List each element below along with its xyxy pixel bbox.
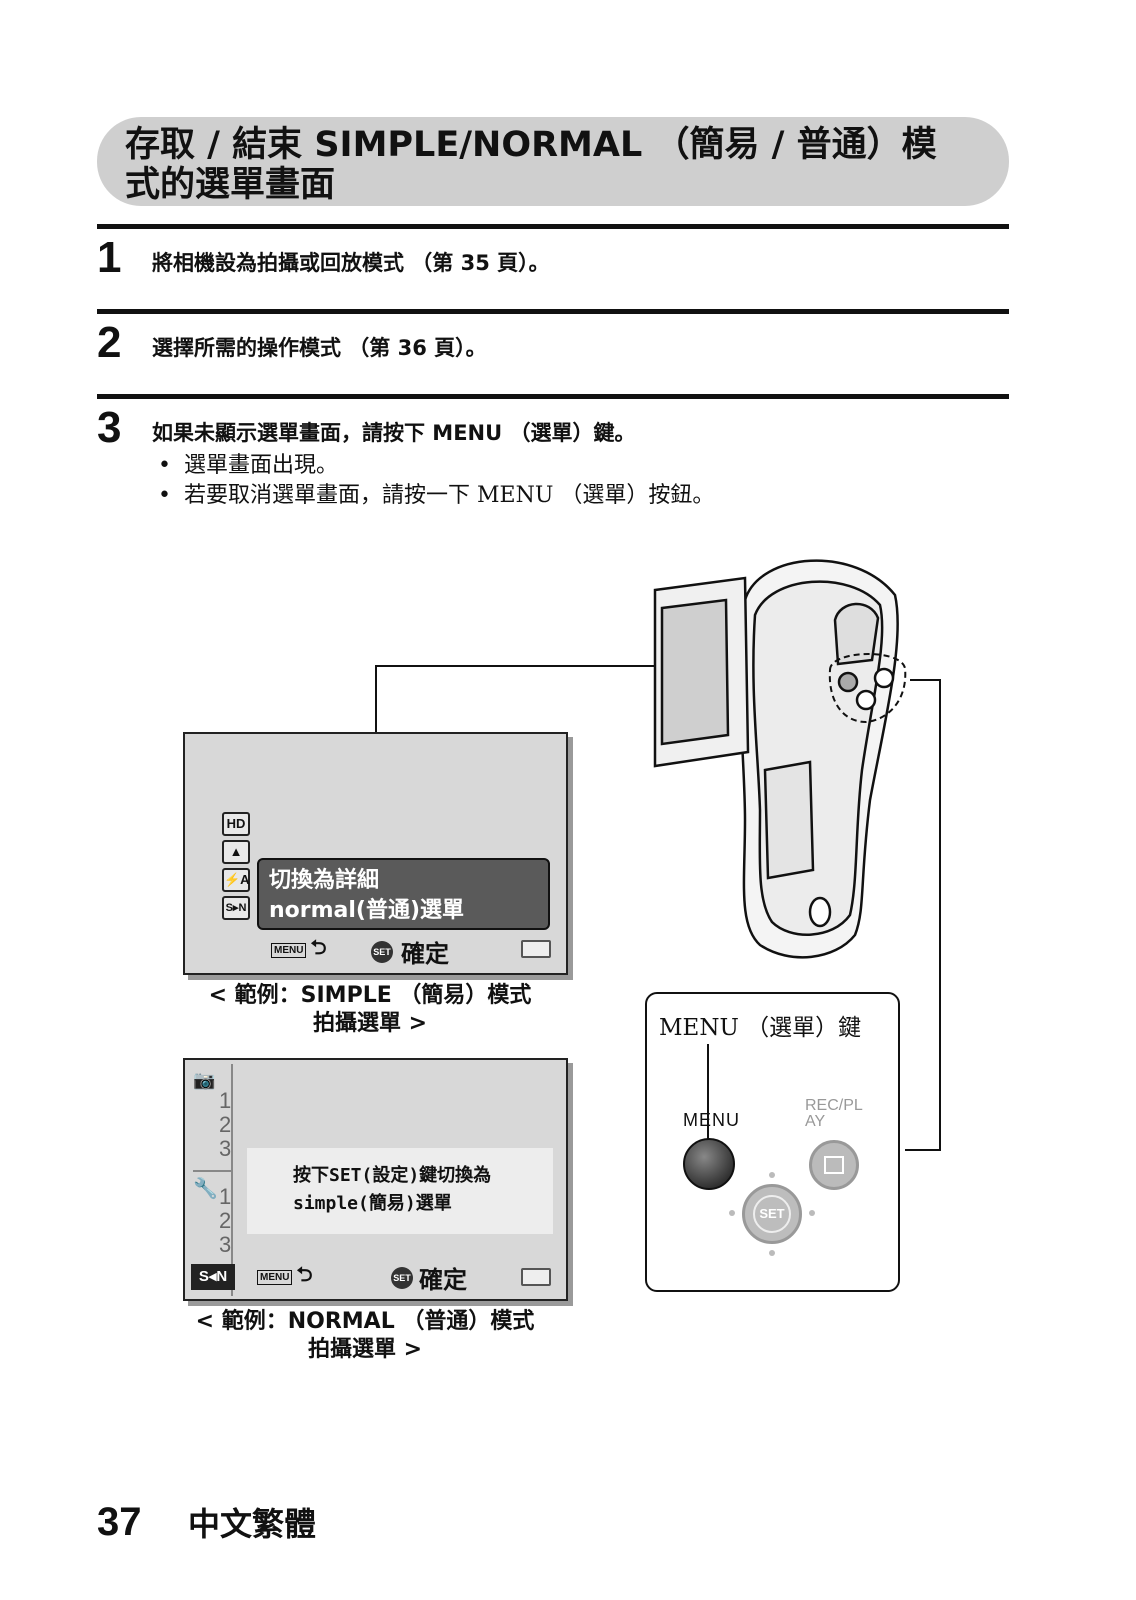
menu-back-hint: MENU ⮌ xyxy=(257,1262,312,1288)
menu-key-icon: MENU xyxy=(271,942,307,958)
normal-caption-line-1: < 範例：NORMAL （普通）模式 xyxy=(195,1309,535,1334)
normal-mode-badge: S◂N xyxy=(191,1264,235,1290)
tab-number: 3 xyxy=(219,1232,232,1257)
set-button-label: SET xyxy=(753,1195,791,1233)
step-1-text: 將相機設為拍攝或回放模式 （第 35 頁）。 xyxy=(152,251,550,275)
normal-caption: < 範例：NORMAL （普通）模式 拍攝選單 > xyxy=(160,1308,570,1364)
tab-number: 2 xyxy=(219,1112,232,1137)
return-arrow-icon: ⮌ xyxy=(296,1262,313,1286)
bullet-item: • 若要取消選單畫面，請按一下 MENU （選單）按鈕。 xyxy=(158,482,714,510)
simple-menu-screen: HD ▲ ⚡A S▸N 切換為詳細 normal(普通)選單 MENU ⮌ SE… xyxy=(183,732,568,975)
dpad-left-dot xyxy=(729,1210,735,1216)
confirm-label: 確定 xyxy=(419,1266,467,1294)
menu-back-hint: MENU ⮌ xyxy=(271,935,326,961)
step-3-number: 3 xyxy=(97,403,122,452)
tab-number: 1 xyxy=(219,1088,232,1113)
simple-caption: < 範例：SIMPLE （簡易）模式 拍攝選單 > xyxy=(170,982,570,1038)
flash-auto-icon: ⚡A xyxy=(222,868,250,892)
bullet-dot: • xyxy=(158,483,171,508)
normal-caption-line-2: 拍攝選單 > xyxy=(307,1337,423,1362)
step-1-rule xyxy=(97,224,1009,229)
set-confirm-hint: SET 確定 xyxy=(391,1260,467,1295)
step-3-text: 如果未顯示選單畫面，請按下 MENU （選單）鍵。 xyxy=(152,421,636,445)
step-2-rule xyxy=(97,309,1009,314)
tab-number: 2 xyxy=(219,1208,232,1233)
battery-icon xyxy=(521,940,551,958)
step-1-number: 1 xyxy=(97,233,122,282)
tab-divider xyxy=(193,1170,231,1172)
rec-play-button[interactable] xyxy=(809,1140,859,1190)
bullet-text: 若要取消選單畫面，請按一下 MENU （選單）按鈕。 xyxy=(184,483,715,508)
simple-caption-line-2: 拍攝選單 > xyxy=(312,1011,428,1036)
dpad-down-dot xyxy=(769,1250,775,1256)
menu-key-callout: MENU （選單）鍵 MENU REC/PLAY SET xyxy=(645,992,900,1292)
normal-menu-screen: 📷 1 2 3 🔧 1 2 3 S◂N 按下SET(設定)鍵切換為 simple… xyxy=(183,1058,568,1301)
popup-line-2: normal(普通)選單 xyxy=(269,898,465,923)
callout-pointer xyxy=(707,1044,709,1144)
menu-key-callout-label: MENU （選單）鍵 xyxy=(659,1015,862,1041)
bullet-dot: • xyxy=(158,453,171,478)
page-number: 37 xyxy=(97,1500,142,1544)
language-label: 中文繁體 xyxy=(188,1505,317,1543)
menu-key-icon: MENU xyxy=(257,1269,293,1285)
bullet-item: • 選單畫面出現。 xyxy=(158,452,338,480)
switch-to-normal-popup: 切換為詳細 normal(普通)選單 xyxy=(257,858,550,930)
simple-normal-icon: S▸N xyxy=(222,896,250,920)
rec-play-label: REC/PLAY xyxy=(805,1097,863,1130)
set-key-icon: SET xyxy=(371,940,393,963)
menu-button-label: MENU xyxy=(683,1110,740,1130)
confirm-label: 確定 xyxy=(401,940,449,968)
step-2-number: 2 xyxy=(97,318,122,367)
popup-line-2: simple(簡易)選單 xyxy=(293,1193,452,1214)
step-2-text: 選擇所需的操作模式 （第 36 頁）。 xyxy=(152,336,487,360)
page-title: 存取 / 結束 SIMPLE/NORMAL （簡易 / 普通）模式的選單畫面 xyxy=(97,117,1009,206)
battery-icon xyxy=(521,1268,551,1286)
popup-line-1: 按下SET(設定)鍵切換為 xyxy=(293,1165,492,1186)
popup-line-1: 切換為詳細 xyxy=(269,868,380,893)
set-key-icon: SET xyxy=(391,1266,413,1289)
set-button[interactable]: SET xyxy=(742,1184,802,1244)
camera-body-icon xyxy=(653,559,899,959)
set-confirm-hint: SET 確定 xyxy=(371,934,449,969)
switch-to-simple-popup: 按下SET(設定)鍵切換為 simple(簡易)選單 xyxy=(247,1148,553,1234)
dpad-right-dot xyxy=(809,1210,815,1216)
dpad-up-dot xyxy=(769,1172,775,1178)
scene-icon: ▲ xyxy=(222,840,250,864)
bullet-text: 選單畫面出現。 xyxy=(184,453,339,478)
tab-number: 3 xyxy=(219,1136,232,1161)
camera-tab-icon: 📷 xyxy=(193,1070,216,1091)
play-icon xyxy=(824,1156,844,1174)
simple-caption-line-1: < 範例：SIMPLE （簡易）模式 xyxy=(208,983,532,1008)
return-arrow-icon: ⮌ xyxy=(310,935,327,959)
step-3-rule xyxy=(97,394,1009,399)
hd-icon: HD xyxy=(222,812,250,836)
wrench-icon: 🔧 xyxy=(193,1176,218,1200)
tab-column: 📷 1 2 3 🔧 1 2 3 xyxy=(191,1064,233,1296)
menu-button[interactable] xyxy=(683,1138,735,1190)
tab-number: 1 xyxy=(219,1184,232,1209)
